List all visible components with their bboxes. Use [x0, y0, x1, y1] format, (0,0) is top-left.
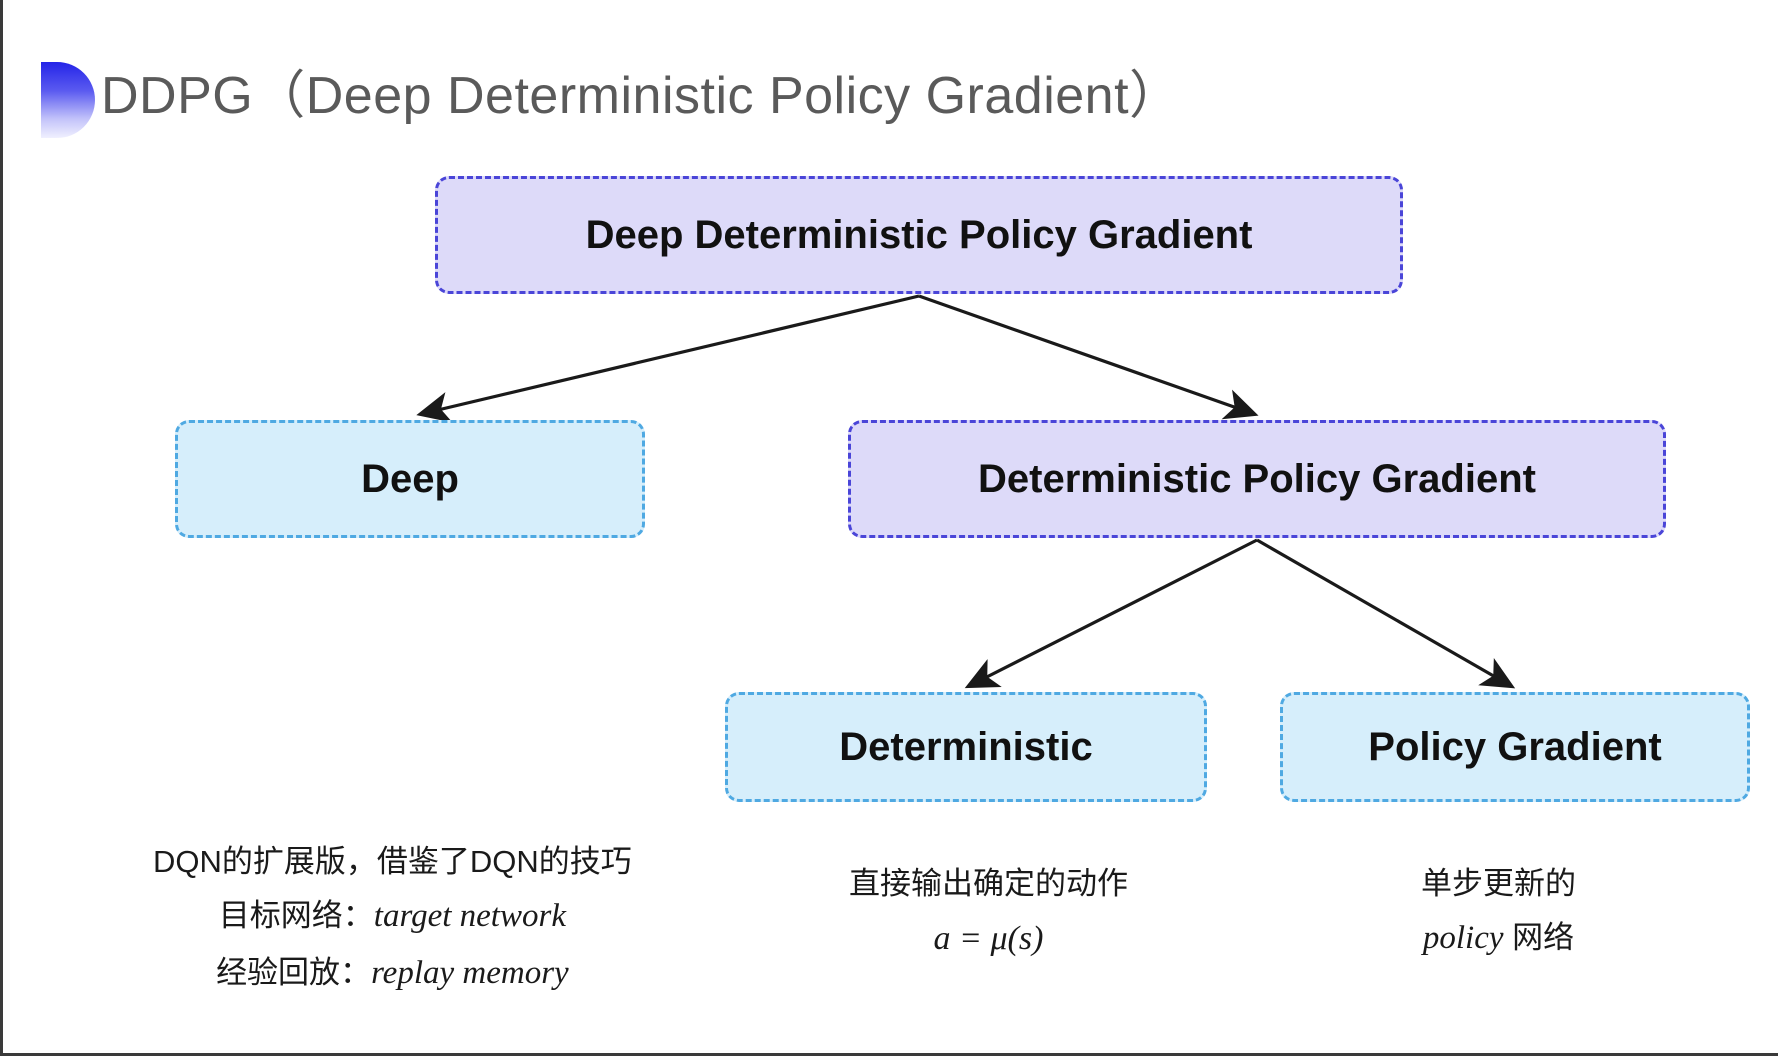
annotation-deep: DQN的扩展版，借鉴了DQN的技巧 目标网络：target network 经验… — [153, 835, 632, 1002]
node-policy-gradient[interactable]: Policy Gradient — [1280, 692, 1750, 802]
node-deterministic[interactable]: Deterministic — [725, 692, 1207, 802]
annotation-deep-line2-term: target network — [373, 898, 566, 935]
annotation-policy-gradient-line1: 单步更新的 — [1421, 866, 1576, 901]
annotation-policy-gradient: 单步更新的 policy 网络 — [1421, 857, 1576, 967]
node-label: Deterministic — [839, 725, 1093, 769]
annotation-deep-line3: 经验回放：replay memory — [153, 945, 632, 1002]
node-deterministic-policy-gradient[interactable]: Deterministic Policy Gradient — [848, 420, 1666, 538]
annotation-policy-gradient-tail: 网络 — [1503, 920, 1575, 956]
half-circle-bullet-icon — [41, 62, 95, 138]
arrow-dpg-to-deterministic — [964, 538, 1258, 689]
arrow-dpg-to-policy-gradient — [1256, 538, 1516, 689]
node-label: Deterministic Policy Gradient — [978, 457, 1536, 501]
node-label: Deep Deterministic Policy Gradient — [585, 213, 1253, 257]
annotation-deterministic-formula: a = μ(s) — [933, 920, 1044, 958]
arrow-root-to-dpg — [918, 294, 1259, 420]
annotation-deterministic-line1: 直接输出确定的动作 — [849, 866, 1128, 901]
node-label: Deep — [361, 457, 459, 501]
node-deep-deterministic-policy-gradient[interactable]: Deep Deterministic Policy Gradient — [435, 176, 1403, 294]
annotation-policy-gradient-term: policy — [1422, 920, 1504, 957]
annotation-deterministic: 直接输出确定的动作 a = μ(s) — [849, 857, 1128, 969]
annotation-deep-line3-label: 经验回放： — [216, 955, 372, 991]
annotation-deep-line3-term: replay memory — [371, 955, 569, 992]
page-title: DDPG（Deep Deterministic Policy Gradient） — [101, 67, 1182, 125]
annotation-deep-line2: 目标网络：target network — [153, 888, 632, 945]
annotation-deep-line1: DQN的扩展版，借鉴了DQN的技巧 — [153, 844, 632, 879]
node-label: Policy Gradient — [1368, 725, 1662, 769]
annotation-deep-line2-label: 目标网络： — [218, 898, 374, 934]
arrow-root-to-deep — [416, 294, 920, 423]
node-deep[interactable]: Deep — [175, 420, 645, 538]
annotation-policy-gradient-line2: policy 网络 — [1421, 910, 1576, 967]
